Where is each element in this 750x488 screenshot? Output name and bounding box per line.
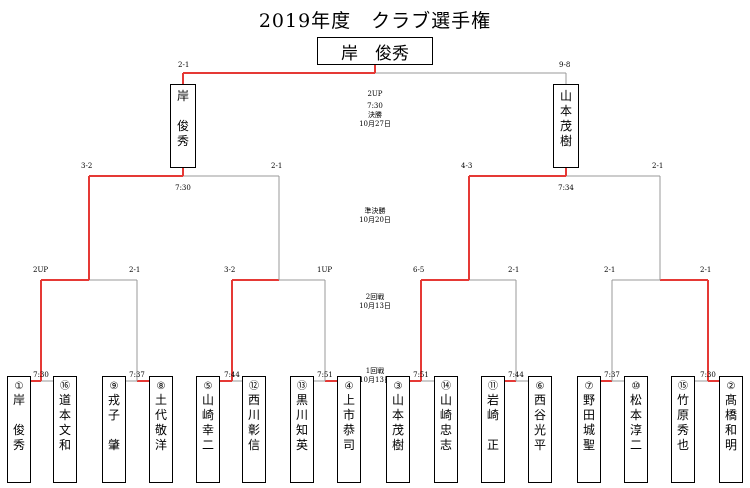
r1-time: 7:30 <box>33 371 49 379</box>
sf-score: 2-1 <box>271 162 283 170</box>
seed-number: ⑭ <box>441 381 451 392</box>
round1-label: 1回戦 <box>365 367 385 375</box>
player-box: ⑫西川彰信西川彰信 <box>242 376 266 483</box>
player-box: ⑦野田城聖野田城聖 <box>577 376 601 483</box>
sf-time: 7:30 <box>175 184 191 192</box>
final-round-label: 決勝 <box>368 111 382 119</box>
seed-number: ⑤ <box>203 381 213 392</box>
seed-number: ⑪ <box>488 381 498 392</box>
player-box: ③山本茂樹山本茂樹 <box>386 376 410 483</box>
r2-score: 1UP <box>317 266 333 274</box>
sf-score: 3-2 <box>81 162 93 170</box>
final-score: 2UP <box>367 90 383 98</box>
player-box: ⑧土代敬洋土代敬洋 <box>149 376 173 483</box>
final-time: 7:30 <box>367 102 383 110</box>
finalist-box-left: 岸俊秀岸 俊秀 <box>170 84 196 168</box>
seed-number: ⑦ <box>584 381 594 392</box>
champion-box: 岸 俊秀 <box>317 37 433 65</box>
sf-score: 2-1 <box>652 162 664 170</box>
seed-number: ② <box>726 381 736 392</box>
round1-date: 10月13日 <box>359 376 391 384</box>
seed-number: ⑧ <box>156 381 166 392</box>
r1-time: 7:44 <box>224 371 240 379</box>
player-box: ⑬黒川知英黒川知英 <box>290 376 314 483</box>
r1-time: 7:51 <box>413 371 429 379</box>
seed-number: ⑨ <box>109 381 119 392</box>
sf-score: 4-3 <box>461 162 473 170</box>
r2-score: 2-1 <box>508 266 520 274</box>
page-title: 2019年度 クラブ選手権 <box>258 10 492 32</box>
seed-number: ⑯ <box>60 381 70 392</box>
player-box: ⑯道本文和道本文和 <box>53 376 77 483</box>
semifinal-date: 10月20日 <box>359 216 391 224</box>
seed-number: ⑫ <box>249 381 259 392</box>
round1-info: 1回戦 10月13日 <box>335 367 415 385</box>
player-box: ④上市恭司上市恭司 <box>337 376 361 483</box>
seed-number: ⑥ <box>535 381 545 392</box>
semifinal-info: 準決勝 10月20日 <box>335 207 415 225</box>
seed-number: ⑬ <box>297 381 307 392</box>
r2-score: 2-1 <box>129 266 141 274</box>
player-box: ⑮竹原秀也竹原秀也 <box>671 376 695 483</box>
seed-number: ⑩ <box>631 381 641 392</box>
r2-score: 2-1 <box>700 266 712 274</box>
finalist-score: 9-8 <box>559 61 571 69</box>
r1-time: 7:37 <box>129 371 145 379</box>
r2-score: 2UP <box>33 266 49 274</box>
player-box: ⑪岩崎正岩崎 正 <box>481 376 505 483</box>
finalist-score: 2-1 <box>178 61 190 69</box>
round2-label: 2回戦 <box>365 293 385 301</box>
player-box: ⑨戎子肇戎子 肇 <box>102 376 126 483</box>
round2-info: 2回戦 10月13日 <box>335 293 415 311</box>
final-info: 2UP 7:30 決勝 10月27日 <box>335 90 415 129</box>
r1-time: 7:30 <box>700 371 716 379</box>
r2-score: 3-2 <box>224 266 236 274</box>
r2-score: 2-1 <box>604 266 616 274</box>
seed-number: ④ <box>344 381 354 392</box>
player-box: ②髙橋和明髙橋和明 <box>719 376 743 483</box>
player-box: ⑭山崎忠志山崎忠志 <box>434 376 458 483</box>
r1-time: 7:44 <box>508 371 524 379</box>
seed-number: ① <box>14 381 24 392</box>
round2-date: 10月13日 <box>359 302 391 310</box>
r1-time: 7:51 <box>317 371 333 379</box>
semifinal-round-label: 準決勝 <box>364 207 386 215</box>
seed-number: ③ <box>393 381 403 392</box>
player-box: ⑤山崎幸二山崎幸二 <box>196 376 220 483</box>
seed-number: ⑮ <box>678 381 688 392</box>
player-box: ⑥西谷光平西谷光平 <box>528 376 552 483</box>
finalist-box-right: 山本茂樹山本茂樹 <box>553 84 579 168</box>
final-date: 10月27日 <box>359 120 391 128</box>
r2-score: 6-5 <box>413 266 425 274</box>
r1-time: 7:37 <box>604 371 620 379</box>
player-box: ⑩松本淳二松本淳二 <box>624 376 648 483</box>
sf-time: 7:34 <box>558 184 574 192</box>
player-box: ①岸俊秀岸 俊秀 <box>7 376 31 483</box>
